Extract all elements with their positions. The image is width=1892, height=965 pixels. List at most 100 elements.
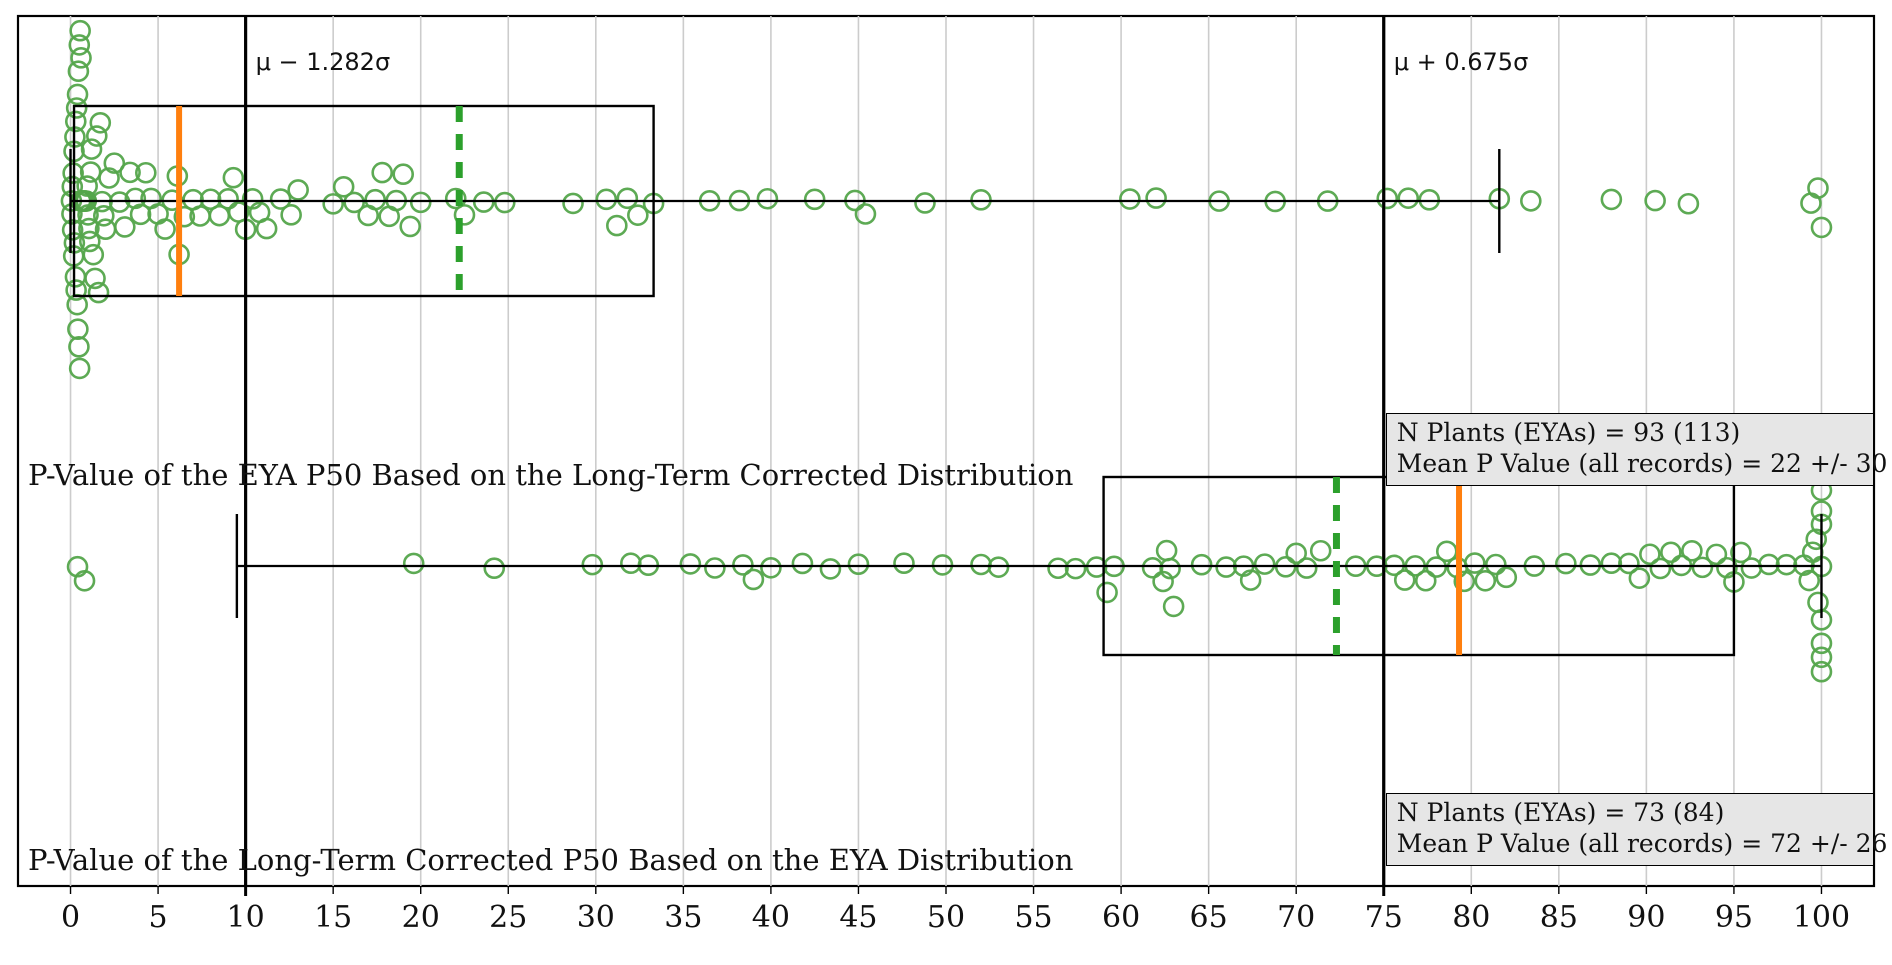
annotation-n-plants-2: N Plants (EYAs) = 73 (84) — [1396, 798, 1725, 827]
data-point — [1484, 553, 1507, 576]
data-point — [92, 204, 115, 227]
data-point — [84, 267, 106, 290]
annotation-mean-2: Mean P Value (all records) = 72 +/- 26 — [1396, 828, 1888, 858]
data-point — [85, 125, 108, 147]
x-tick-label-75: 75 — [1364, 900, 1403, 935]
data-point — [269, 188, 292, 210]
data-point — [68, 357, 91, 380]
data-point — [472, 191, 495, 213]
data-point — [82, 243, 105, 266]
data-point — [1775, 553, 1798, 576]
data-point — [61, 219, 84, 241]
x-tick-label-35: 35 — [664, 900, 703, 935]
data-point — [1309, 539, 1332, 562]
x-tick-label-65: 65 — [1189, 900, 1228, 935]
data-point — [217, 188, 239, 210]
data-point — [119, 161, 141, 184]
data-point — [595, 188, 618, 211]
x-tick-label-55: 55 — [1014, 900, 1053, 935]
data-point — [493, 191, 516, 214]
data-point — [66, 83, 89, 106]
data-point — [409, 191, 432, 214]
data-point — [1810, 632, 1833, 655]
data-point — [1555, 552, 1577, 575]
panel-2-label: P-Value of the Long-Term Corrected P50 B… — [28, 843, 1074, 877]
data-point — [1141, 556, 1164, 579]
data-point — [1618, 552, 1640, 575]
data-point — [1628, 567, 1651, 589]
data-point — [69, 19, 91, 42]
data-point — [399, 215, 422, 238]
data-point — [704, 557, 726, 579]
data-point — [1730, 541, 1752, 564]
data-point — [1376, 187, 1399, 210]
data-point — [78, 217, 100, 240]
data-point — [199, 188, 222, 211]
data-point — [68, 336, 90, 358]
data-point — [371, 161, 393, 184]
data-point — [1705, 543, 1728, 566]
data-point — [1805, 528, 1828, 551]
data-point — [65, 97, 88, 119]
data-point — [1393, 569, 1416, 591]
data-point — [1644, 189, 1666, 212]
data-point — [114, 216, 136, 238]
x-tick-label-40: 40 — [751, 900, 790, 935]
data-point — [87, 281, 110, 304]
data-point — [402, 552, 425, 575]
data-point — [1758, 553, 1780, 576]
data-point — [1145, 187, 1167, 209]
data-point — [129, 203, 152, 226]
panel-1-label: P-Value of the EYA P50 Based on the Long… — [28, 458, 1074, 492]
data-point — [847, 553, 870, 575]
data-point — [1397, 187, 1420, 209]
data-point — [1239, 569, 1262, 591]
data-point — [64, 110, 87, 133]
data-point — [1520, 190, 1542, 212]
data-point — [255, 217, 278, 240]
data-point — [98, 167, 120, 189]
annotation-mean-1: Mean P Value (all records) = 22 +/- 30 — [1396, 448, 1888, 478]
data-point — [1414, 569, 1437, 592]
annotation-box-panel-1: N Plants (EYAs) = 93 (113) Mean P Value … — [1385, 413, 1888, 486]
data-point — [760, 556, 782, 579]
data-point — [1152, 570, 1174, 593]
data-point — [332, 175, 355, 198]
data-point — [70, 47, 92, 69]
data-point — [1810, 660, 1833, 683]
x-tick-label-45: 45 — [839, 900, 878, 935]
data-point — [1253, 553, 1276, 575]
x-tick-label-30: 30 — [576, 900, 615, 935]
data-point — [791, 552, 814, 575]
data-point — [1681, 539, 1703, 562]
data-point — [222, 166, 245, 189]
data-point — [1639, 543, 1661, 566]
x-tick-label-10: 10 — [226, 900, 265, 935]
data-point — [803, 188, 826, 211]
x-tick-label-50: 50 — [926, 900, 966, 935]
data-point — [1162, 595, 1185, 618]
data-point — [322, 193, 344, 215]
annotation-box-panel-2: N Plants (EYAs) = 73 (84) Mean P Value (… — [1385, 793, 1888, 866]
data-point — [73, 569, 96, 592]
x-tick-label-20: 20 — [401, 900, 440, 935]
data-point — [854, 203, 877, 225]
x-tick-label-100: 100 — [1792, 900, 1851, 935]
x-tick-label-70: 70 — [1277, 900, 1316, 935]
data-point — [987, 556, 1010, 578]
data-point — [606, 214, 628, 237]
data-point — [103, 152, 126, 174]
data-point — [1190, 553, 1213, 576]
data-point — [1810, 216, 1833, 239]
data-point — [1798, 569, 1821, 592]
data-point — [483, 557, 506, 579]
data-point — [68, 34, 91, 56]
data-point — [154, 218, 176, 240]
data-point — [1418, 189, 1441, 211]
data-point — [67, 318, 89, 340]
x-tick-label-60: 60 — [1102, 900, 1141, 935]
data-point — [76, 175, 98, 197]
data-point — [1649, 557, 1672, 580]
data-point — [1453, 570, 1476, 593]
